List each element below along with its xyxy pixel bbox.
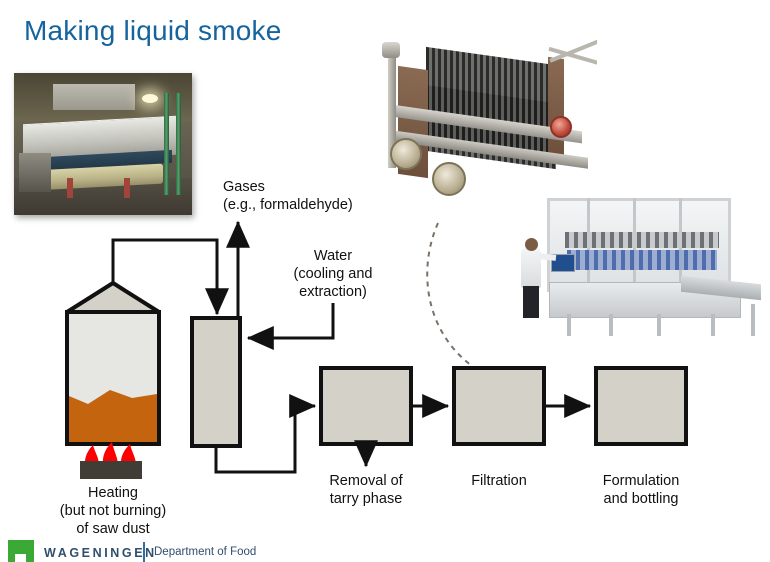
bottling-photo	[505, 196, 763, 346]
label-filtration: Filtration	[429, 472, 569, 490]
label-removal: Removal of tarry phase	[296, 472, 436, 508]
label-gases-line2: (e.g., formaldehyde)	[223, 197, 353, 213]
connector-condenser-to-removal	[214, 394, 317, 474]
label-heating-line1: Heating	[88, 485, 138, 501]
label-water-line1: Water	[313, 248, 353, 264]
kiln-lamp-icon	[142, 94, 159, 104]
label-water-line2: (cooling and	[293, 266, 373, 282]
bottling-leg	[751, 304, 755, 336]
bottling-filling-heads	[565, 232, 719, 248]
kiln-machinery	[19, 152, 52, 193]
press-post	[388, 48, 396, 168]
bottling-leg	[711, 314, 715, 336]
label-formulation-line2: and bottling	[603, 491, 679, 507]
kiln-support-leg	[67, 178, 74, 198]
sawdust-vessel	[65, 281, 161, 446]
press-caster-wheel-red	[550, 116, 572, 138]
kiln-duct	[53, 84, 136, 110]
kiln-green-pipe	[175, 92, 181, 196]
footer: WAGENINGEN Department of Food	[0, 538, 770, 562]
press-valve-knob	[382, 42, 400, 58]
bottling-leg	[609, 314, 613, 336]
callout-press-to-filtration	[426, 222, 473, 367]
bottling-leg	[657, 314, 661, 336]
connector-vessel-to-condenser	[111, 238, 229, 316]
label-filtration-line1: Filtration	[471, 473, 527, 489]
bottling-control-panel	[551, 254, 575, 272]
filtration-box	[452, 366, 546, 446]
brand-name: WAGENINGEN	[44, 546, 157, 560]
removal-box	[319, 366, 413, 446]
label-removal-line2: tarry phase	[329, 491, 403, 507]
condenser-box	[190, 316, 242, 448]
department-name: Department of Food	[154, 546, 257, 558]
kiln-photo	[14, 73, 192, 215]
label-water-line3: extraction)	[299, 284, 367, 300]
label-removal-line1: Removal of	[329, 473, 403, 489]
burner	[80, 442, 142, 479]
label-heating-line2: (but not burning)	[59, 503, 167, 519]
kiln-support-leg	[124, 178, 131, 198]
bottling-bottles-row	[567, 250, 717, 270]
kiln-green-pipe	[163, 92, 169, 196]
label-formulation: Formulation and bottling	[571, 472, 711, 508]
operator-figure	[521, 248, 541, 288]
footer-divider	[143, 542, 145, 562]
label-gases: Gases (e.g., formaldehyde)	[223, 178, 353, 214]
formulation-box	[594, 366, 688, 446]
label-heating: Heating (but not burning) of saw dust	[10, 484, 216, 538]
bottling-leg	[567, 314, 571, 336]
press-caster-wheel	[432, 162, 466, 196]
label-formulation-line1: Formulation	[602, 473, 680, 489]
wageningen-logo-icon	[8, 540, 34, 562]
label-heating-line3: of saw dust	[76, 521, 150, 537]
label-water: Water (cooling and extraction)	[265, 247, 401, 301]
operator-legs	[523, 286, 539, 318]
label-gases-line1: Gases	[223, 179, 265, 195]
operator-head	[525, 238, 538, 251]
press-caster-wheel	[390, 138, 422, 170]
page-title: Making liquid smoke	[24, 15, 282, 46]
connector-water-inlet	[246, 303, 335, 350]
press-photo	[352, 22, 597, 202]
